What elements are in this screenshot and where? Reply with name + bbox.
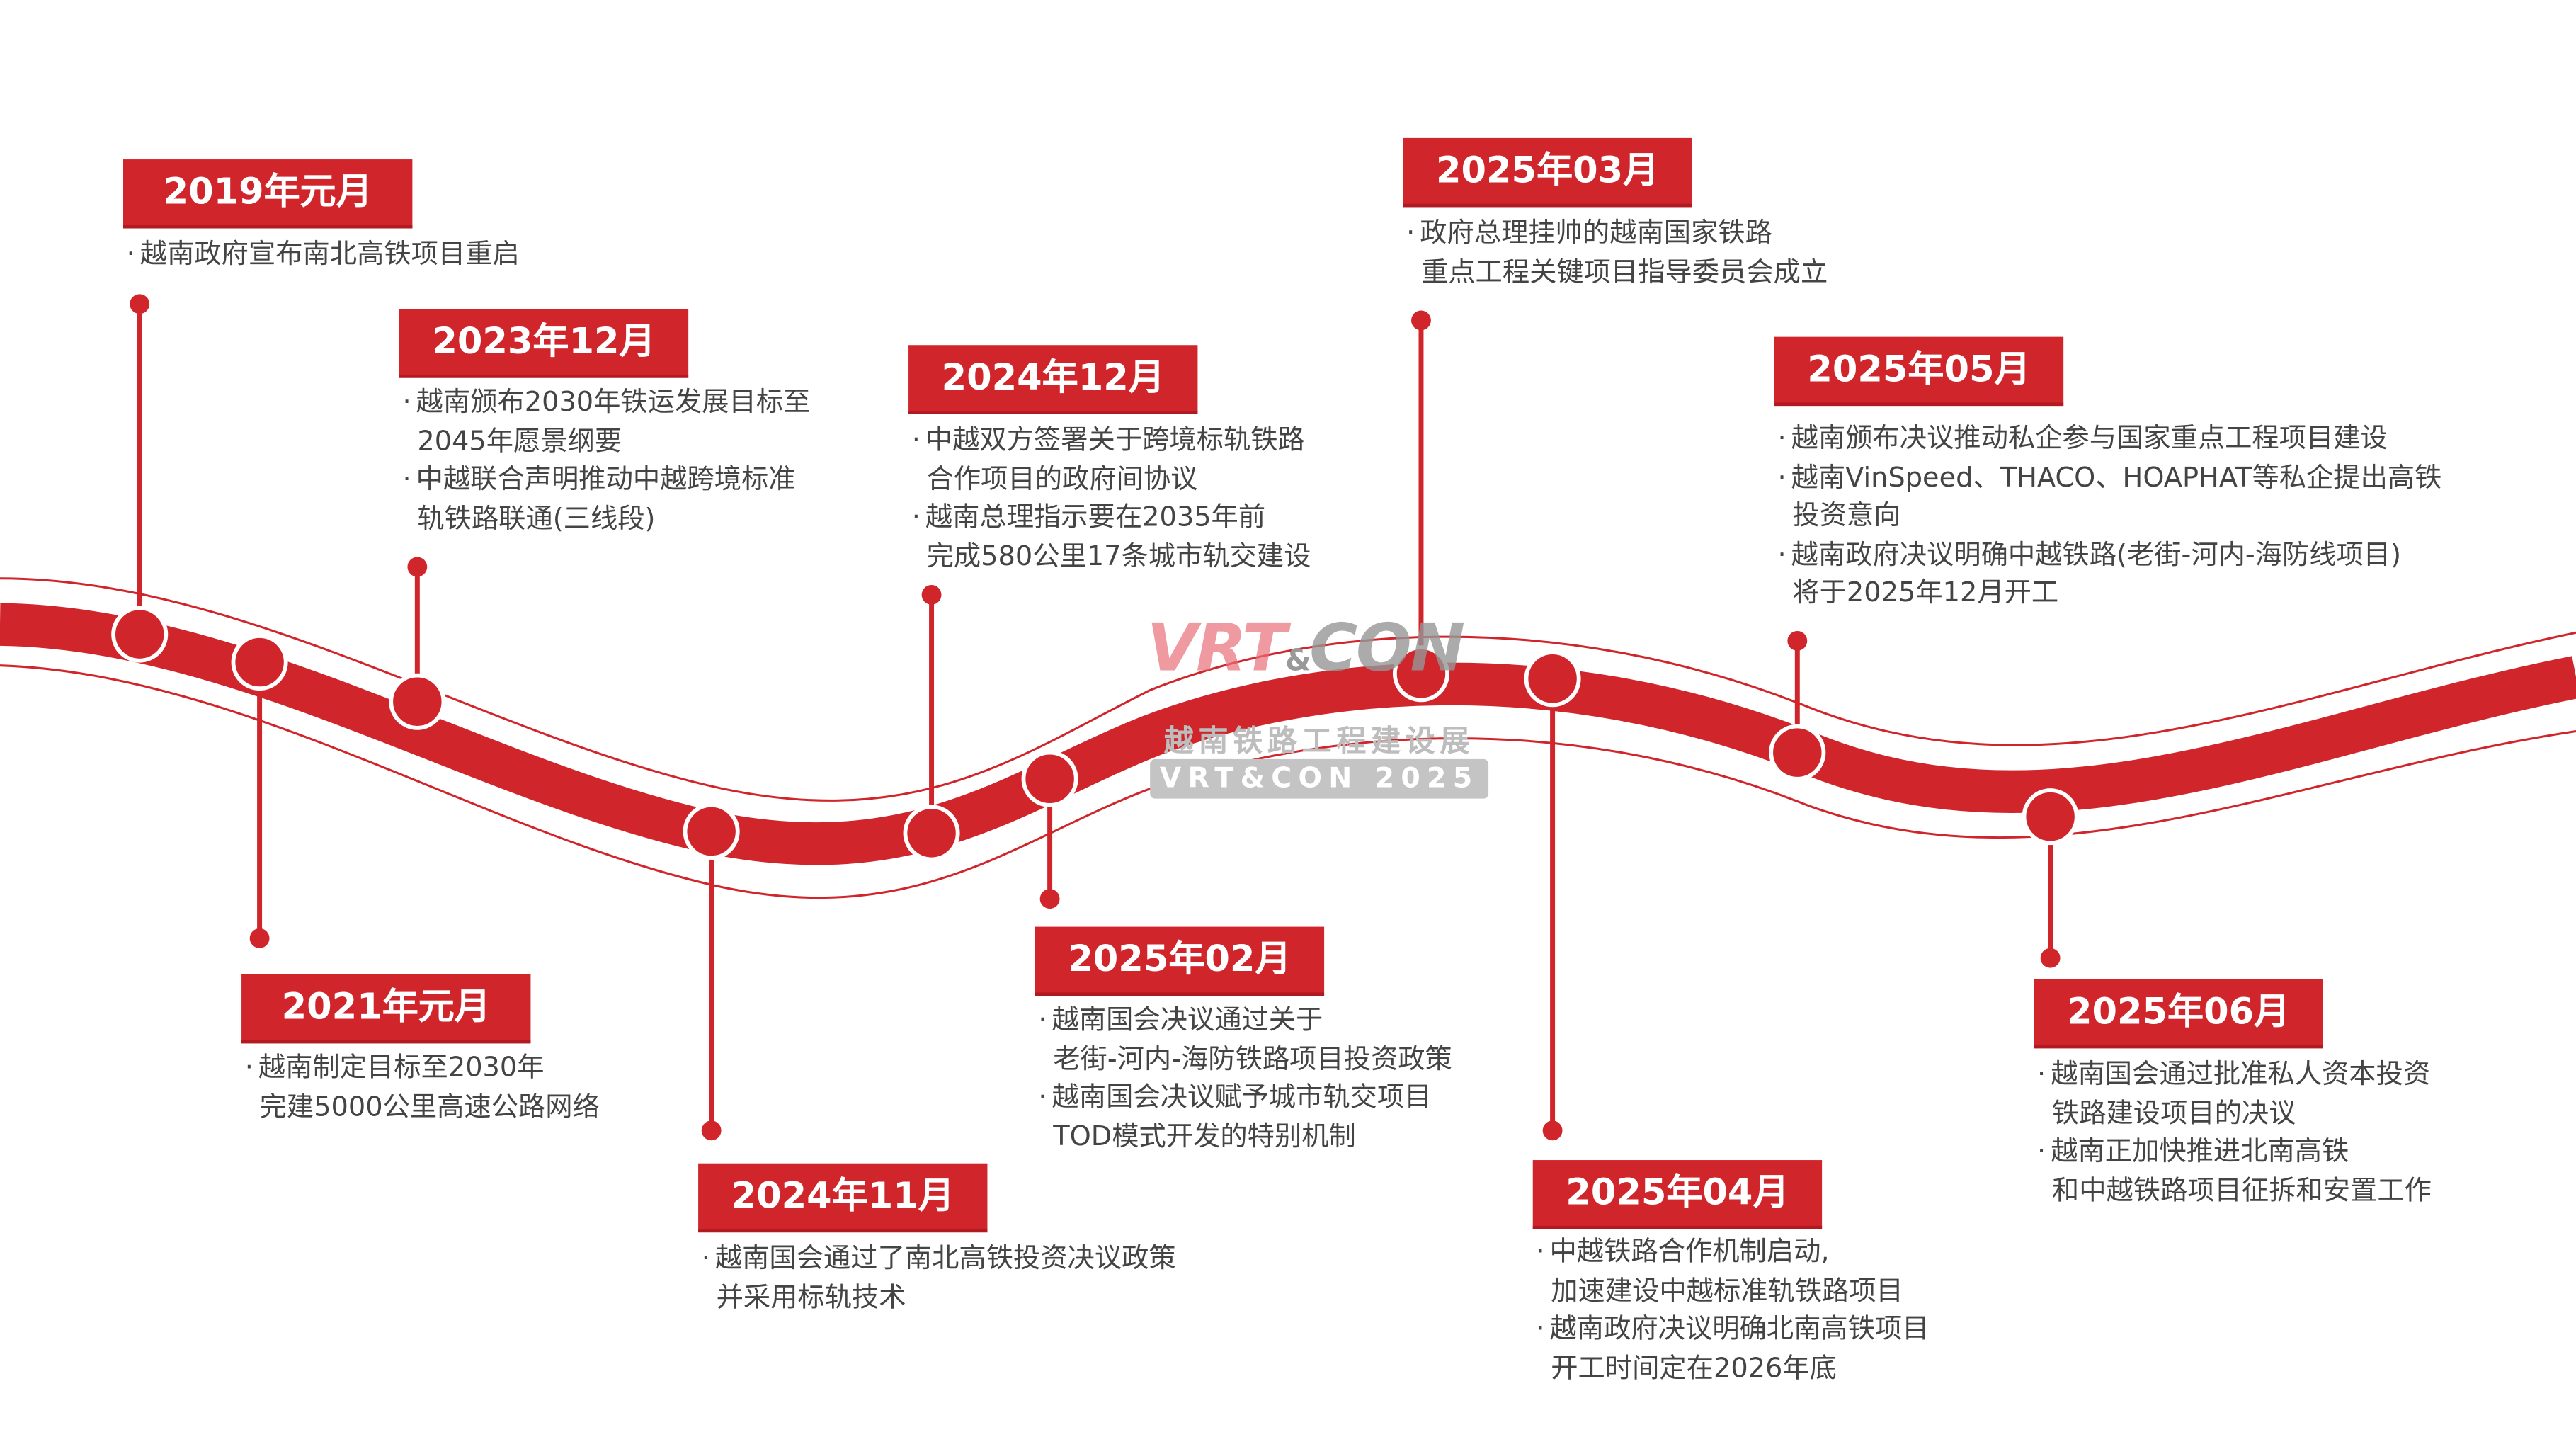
milestone-date: 2021年元月 bbox=[241, 974, 531, 1044]
milestone-description: 越南国会决议通过关于老街-河内-海防铁路项目投资政策越南国会决议赋予城市轨交项目… bbox=[1038, 1001, 1452, 1155]
milestone-node bbox=[1524, 650, 1581, 708]
description-line: 越南政府决议明确中越铁路(老街-河内-海防线项目) bbox=[1777, 535, 2441, 574]
description-line: 越南政府宣布南北高铁项目重启 bbox=[127, 235, 520, 274]
description-line: 2045年愿景纲要 bbox=[417, 424, 622, 456]
milestone-node bbox=[683, 802, 740, 860]
pin-dot bbox=[130, 294, 150, 314]
milestone-description: 中越双方签署关于跨境标轨铁路合作项目的政府间协议越南总理指示要在2035年前完成… bbox=[912, 421, 1311, 575]
description-line: 越南国会决议通过关于 bbox=[1038, 1001, 1452, 1040]
description-line: 合作项目的政府间协议 bbox=[926, 462, 1198, 494]
description-line: 重点工程关键项目指导委员会成立 bbox=[1420, 255, 1828, 287]
description-line: 加速建设中越标准轨铁路项目 bbox=[1551, 1274, 1903, 1306]
description-line: 铁路建设项目的决议 bbox=[2051, 1096, 2296, 1128]
description-line: 和中越铁路项目征拆和安置工作 bbox=[2051, 1174, 2432, 1205]
milestone-description: 中越铁路合作机制启动,加速建设中越标准轨铁路项目越南政府决议明确北南高铁项目开工… bbox=[1536, 1232, 1930, 1387]
milestone-date: 2025年02月 bbox=[1035, 926, 1325, 996]
pin-dot bbox=[921, 584, 942, 605]
description-line: 越南总理指示要在2035年前 bbox=[912, 498, 1311, 537]
description-line: TOD模式开发的特别机制 bbox=[1053, 1120, 1356, 1152]
description-line: 政府总理挂帅的越南国家铁路 bbox=[1406, 214, 1828, 253]
milestone-node bbox=[903, 805, 960, 862]
milestone-node bbox=[231, 634, 288, 691]
milestone-node bbox=[1769, 724, 1826, 781]
milestone-date: 2024年12月 bbox=[908, 345, 1198, 414]
milestone-node bbox=[1021, 750, 1078, 807]
milestone-node bbox=[1392, 645, 1449, 703]
description-line: 投资意向 bbox=[1792, 499, 1901, 531]
description-line: 完成580公里17条城市轨交建设 bbox=[926, 540, 1311, 572]
track-band bbox=[0, 603, 2576, 865]
milestone-node bbox=[111, 606, 169, 663]
milestone-date: 2024年11月 bbox=[698, 1163, 988, 1233]
milestone-description: 越南国会通过批准私人资本投资铁路建设项目的决议越南正加快推进北南高铁和中越铁路项… bbox=[2037, 1055, 2432, 1210]
pin-dot bbox=[249, 928, 270, 948]
description-line: 越南VinSpeed、THACO、HOAPHAT等私企提出高铁 bbox=[1777, 458, 2442, 496]
milestone-node bbox=[389, 673, 446, 730]
pin-dot bbox=[1542, 1120, 1563, 1141]
description-line: 并采用标轨技术 bbox=[716, 1280, 906, 1312]
description-line: 越南颁布2030年铁运发展目标至 bbox=[402, 383, 811, 422]
milestone-node bbox=[2022, 788, 2079, 846]
description-line: 越南政府决议明确北南高铁项目 bbox=[1536, 1309, 1930, 1348]
description-line: 开工时间定在2026年底 bbox=[1551, 1351, 1837, 1383]
pin-dot bbox=[1411, 310, 1431, 331]
milestone-date: 2025年03月 bbox=[1403, 137, 1692, 208]
description-line: 将于2025年12月开工 bbox=[1792, 576, 2059, 608]
pin-dot bbox=[407, 557, 428, 577]
description-line: 越南国会决议赋予城市轨交项目 bbox=[1038, 1078, 1452, 1117]
watermark-en: VRT&CON 2025 bbox=[1150, 758, 1489, 799]
pin-dot bbox=[1039, 889, 1060, 909]
milestone-date: 2023年12月 bbox=[399, 309, 689, 378]
description-line: 中越铁路合作机制启动, bbox=[1536, 1232, 1929, 1271]
track-outer-line-top bbox=[0, 577, 2576, 802]
milestone-date: 2025年04月 bbox=[1532, 1160, 1823, 1229]
milestone-description: 越南颁布2030年铁运发展目标至2045年愿景纲要中越联合声明推动中越跨境标准轨… bbox=[402, 383, 811, 538]
milestone-date: 2025年06月 bbox=[2034, 979, 2323, 1049]
description-line: 越南国会通过了南北高铁投资决议政策 bbox=[702, 1239, 1176, 1278]
description-line: 完建5000公里高速公路网络 bbox=[259, 1090, 600, 1122]
description-line: 中越双方签署关于跨境标轨铁路 bbox=[912, 421, 1311, 460]
description-line: 越南国会通过批准私人资本投资 bbox=[2037, 1055, 2432, 1094]
pin-dot bbox=[2040, 948, 2061, 968]
watermark-cn: 越南铁路工程建设展 bbox=[1163, 724, 1475, 759]
description-line: 越南正加快推进北南高铁 bbox=[2037, 1132, 2432, 1171]
milestone-description: 越南政府宣布南北高铁项目重启 bbox=[127, 235, 520, 274]
description-line: 老街-河内-海防铁路项目投资政策 bbox=[1053, 1042, 1452, 1074]
milestone-description: 越南颁布决议推动私企参与国家重点工程项目建设越南VinSpeed、THACO、H… bbox=[1777, 419, 2442, 613]
milestone-date: 2019年元月 bbox=[123, 159, 413, 229]
description-line: 轨铁路联通(三线段) bbox=[417, 501, 656, 533]
pin-dot bbox=[701, 1120, 722, 1141]
description-line: 越南颁布决议推动私企参与国家重点工程项目建设 bbox=[1777, 419, 2441, 458]
pin-dot bbox=[1787, 630, 1808, 651]
watermark-logo: VRT&CON bbox=[1146, 611, 1465, 687]
description-line: 中越联合声明推动中越跨境标准 bbox=[402, 460, 810, 499]
description-line: 越南制定目标至2030年 bbox=[245, 1048, 600, 1087]
milestone-date: 2025年05月 bbox=[1774, 336, 2064, 407]
